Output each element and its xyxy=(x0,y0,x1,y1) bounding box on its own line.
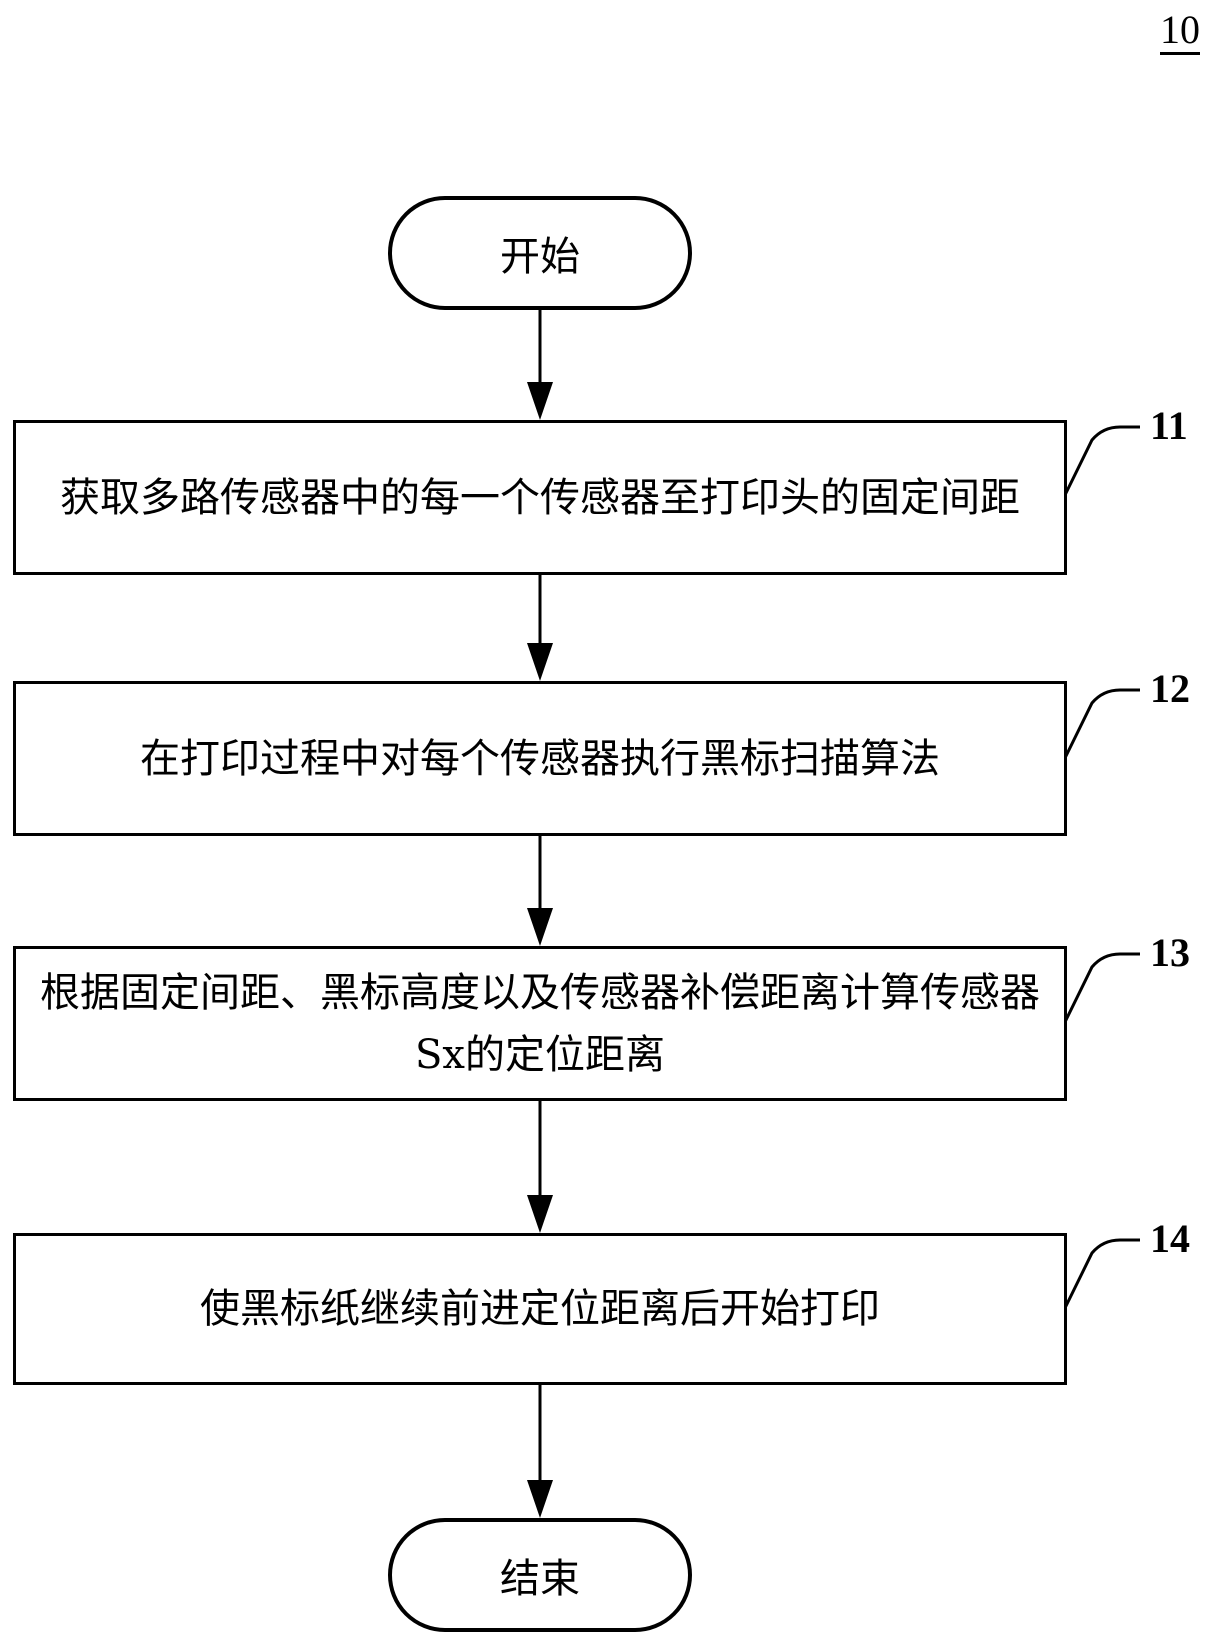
end-label: 结束 xyxy=(500,1556,580,1602)
arrowhead xyxy=(527,382,553,420)
step-12-text: 在打印过程中对每个传感器执行黑标扫描算法 xyxy=(140,735,940,782)
arrowhead xyxy=(527,908,553,946)
step-13-box: 根据固定间距、黑标高度以及传感器补偿距离计算传感器Sx的定位距离 xyxy=(13,946,1067,1101)
step-11-text: 获取多路传感器中的每一个传感器至打印头的固定间距 xyxy=(60,474,1020,521)
callout-leader-11 xyxy=(1063,425,1140,496)
arrowhead xyxy=(527,643,553,681)
start-label: 开始 xyxy=(500,234,580,280)
step-14-box: 使黑标纸继续前进定位距离后开始打印 xyxy=(13,1233,1067,1385)
step-12-box: 在打印过程中对每个传感器执行黑标扫描算法 xyxy=(13,681,1067,836)
step-12-ref: 12 xyxy=(1150,666,1190,711)
arrowhead xyxy=(527,1480,553,1518)
callout-leader-14 xyxy=(1063,1238,1140,1309)
step-13-ref: 13 xyxy=(1150,930,1190,975)
step-14-text: 使黑标纸继续前进定位距离后开始打印 xyxy=(200,1286,880,1332)
callout-leader-13 xyxy=(1063,952,1140,1023)
step-11-box: 获取多路传感器中的每一个传感器至打印头的固定间距 xyxy=(13,420,1067,575)
start-terminal: 开始 xyxy=(388,196,692,310)
step-13-text: 根据固定间距、黑标高度以及传感器补偿距离计算传感器Sx的定位距离 xyxy=(40,969,1040,1078)
step-14-ref: 14 xyxy=(1150,1216,1190,1261)
step-11-ref: 11 xyxy=(1150,403,1188,448)
arrowhead xyxy=(527,1195,553,1233)
callout-leader-12 xyxy=(1063,688,1140,759)
figure-number: 10 xyxy=(1160,8,1200,55)
end-terminal: 结束 xyxy=(388,1518,692,1632)
